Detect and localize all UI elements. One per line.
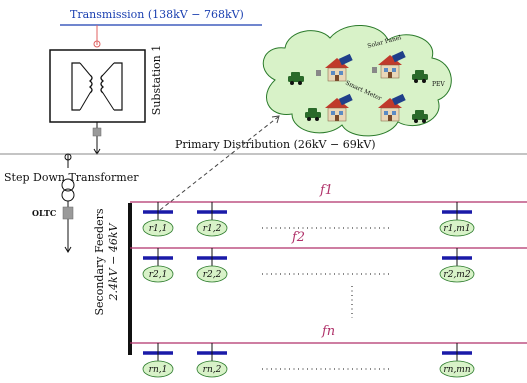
solar-panel-icon <box>338 93 353 106</box>
node-label: r2,m2 <box>443 270 470 280</box>
node-cloud <box>142 360 174 378</box>
node-label: rn,mn <box>443 365 470 375</box>
transformer-winding-top <box>61 178 75 192</box>
feeder-n-nodes: rn,1 rn,2 rn,mn <box>142 343 475 378</box>
car-icon <box>288 72 304 85</box>
solar-panel-icon <box>391 93 406 106</box>
node-label: r2,2 <box>203 270 222 280</box>
node-cloud <box>196 360 228 378</box>
primary-distribution-label: Primary Distribution (26kV − 69kV) <box>175 138 376 151</box>
solar-panel-icon <box>391 50 406 63</box>
node-cloud <box>142 219 174 237</box>
transformer-coil-left <box>88 74 93 94</box>
transmission-label: Transmission (138kV − 768kV) <box>70 8 244 21</box>
node-cloud <box>439 360 475 378</box>
dashed-connector <box>159 116 279 211</box>
car-icon <box>412 110 428 123</box>
breaker-1 <box>92 127 102 137</box>
substation-box <box>49 49 146 123</box>
feeder-label-n: fn <box>321 324 335 339</box>
solar-panel-icon <box>338 53 353 66</box>
primary-distribution: Primary Distribution (26kV − 69kV) <box>0 138 527 155</box>
feeder-label-1: f1 <box>319 183 333 198</box>
feeder-label-2: f2 <box>291 230 305 245</box>
oltc-label: OLTC <box>32 208 56 218</box>
node-label: r1,2 <box>203 224 222 234</box>
house-icon <box>378 98 402 122</box>
node-label: r2,1 <box>149 270 168 280</box>
feeder-1-nodes: r1,1 r1,2 r1,m1 <box>142 202 475 237</box>
step-down-label: Step Down Transformer <box>4 171 139 184</box>
node-cloud <box>196 219 228 237</box>
smart-meter-icon <box>372 67 377 73</box>
node-cloud <box>142 265 174 283</box>
substation-label: Substation 1 <box>150 45 163 115</box>
transformer-secondary-bracket <box>114 62 123 111</box>
node-cloud <box>439 219 475 237</box>
transmission-section: Transmission (138kV − 768kV) <box>60 8 262 48</box>
transformer-primary-bracket <box>71 62 80 111</box>
node-cloud <box>196 265 228 283</box>
house-icon <box>378 55 402 79</box>
car-icon <box>305 108 321 121</box>
transformer-coil-right <box>100 74 105 94</box>
node-label: rn,1 <box>149 365 168 375</box>
step-down-arrow <box>64 246 72 253</box>
step-down-connector <box>64 153 72 161</box>
node-label: r1,m1 <box>443 224 470 234</box>
house-icon <box>325 58 349 82</box>
house-icon <box>325 98 349 122</box>
dashed-connector-arrow <box>271 115 280 124</box>
transmission-connector <box>93 40 101 48</box>
node-cloud <box>439 265 475 283</box>
secondary-voltage-label: 2.4kV − 46kV <box>107 222 120 301</box>
step-down-transformer: Step Down Transformer OLTC <box>4 153 139 253</box>
node-label: rn,2 <box>203 365 222 375</box>
secondary-feeders-label: Secondary Feeders <box>93 208 106 315</box>
node-label: r1,1 <box>149 224 168 234</box>
substation: Substation 1 <box>49 45 163 155</box>
pev-label: PEV <box>432 81 445 88</box>
car-icon <box>412 70 428 83</box>
oltc-box <box>62 206 74 220</box>
smart-meter-icon <box>316 70 321 76</box>
consumer-cloud: Solar Panel Smart Meter PEV <box>262 25 452 137</box>
feeder-2-nodes: r2,1 r2,2 r2,m2 <box>142 248 475 283</box>
